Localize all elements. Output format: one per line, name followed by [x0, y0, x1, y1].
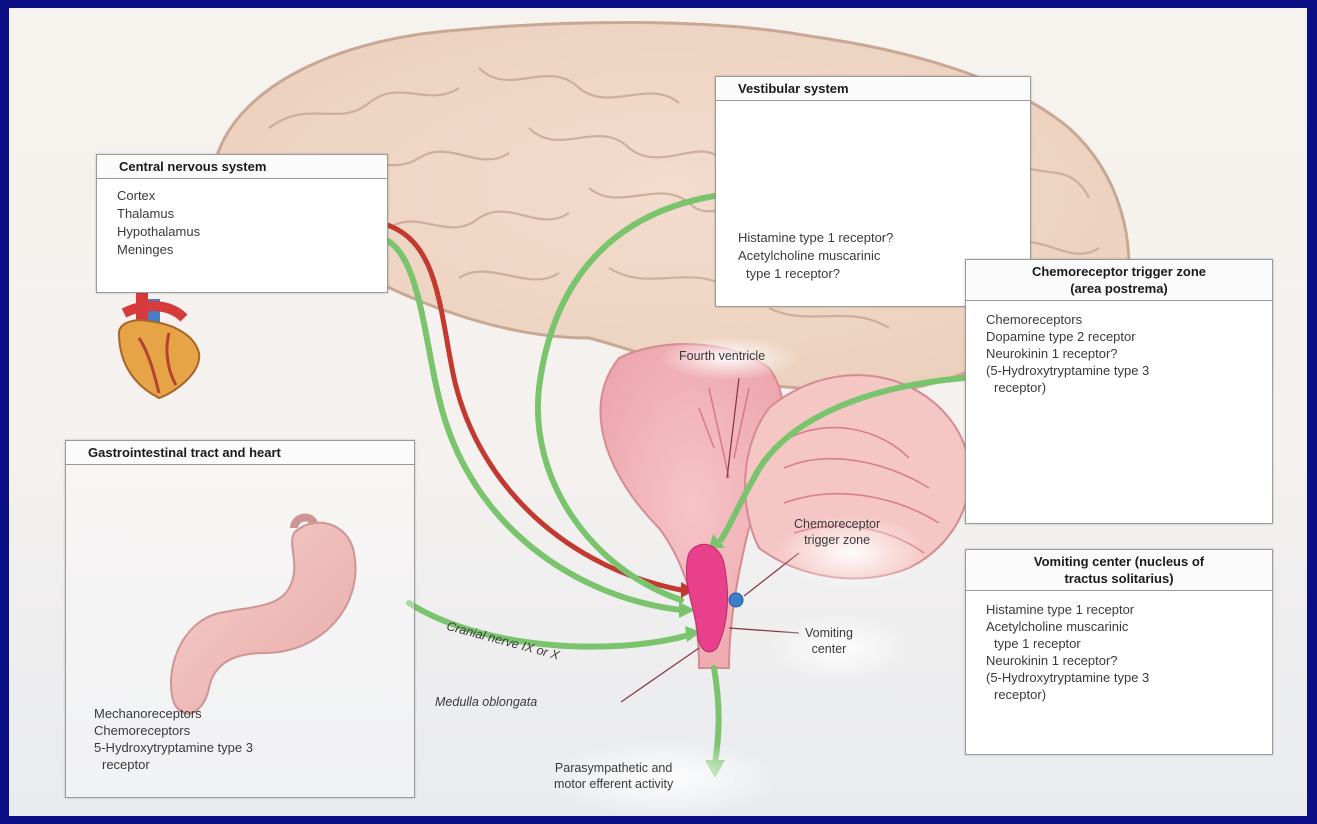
ctz-item-5ht3: (5-Hydroxytryptamine type 3 — [986, 362, 1264, 379]
medulla-oblongata-label: Medulla oblongata — [435, 694, 537, 710]
gi-item-mechanoreceptors: Mechanoreceptors — [94, 705, 253, 722]
vestibular-title: Vestibular system — [716, 77, 1030, 101]
ctz-item-receptor: receptor) — [986, 379, 1264, 396]
ctz-title: Chemoreceptor trigger zone (area postrem… — [966, 260, 1272, 301]
vomiting-center-title: Vomiting center (nucleus of tractus soli… — [966, 550, 1272, 591]
ctz-title-line2: (area postrema) — [972, 280, 1266, 297]
vomiting-center-label-line2: center — [805, 641, 853, 657]
fourth-ventricle-label: Fourth ventricle — [679, 348, 765, 364]
vomiting-item-histamine: Histamine type 1 receptor — [986, 601, 1264, 618]
ctz-item-neurokinin: Neurokinin 1 receptor? — [986, 345, 1264, 362]
vomiting-item-5ht3: (5-Hydroxytryptamine type 3 — [986, 669, 1264, 686]
gi-item-chemoreceptors: Chemoreceptors — [94, 722, 253, 739]
ctz-item-chemoreceptors: Chemoreceptors — [986, 311, 1264, 328]
gi-title: Gastrointestinal tract and heart — [66, 441, 414, 465]
ctz-item-dopamine: Dopamine type 2 receptor — [986, 328, 1264, 345]
vomiting-center-title-line1: Vomiting center (nucleus of — [972, 553, 1266, 570]
cns-title: Central nervous system — [97, 155, 387, 179]
cns-item-meninges: Meninges — [117, 241, 379, 259]
ctz-label: Chemoreceptor trigger zone — [794, 516, 880, 548]
vomiting-item-receptor: receptor) — [986, 686, 1264, 703]
cns-box: Central nervous system Cortex Thalamus H… — [96, 154, 388, 293]
ctz-label-line1: Chemoreceptor — [794, 516, 880, 532]
ctz-dot — [729, 593, 743, 607]
cns-item-thalamus: Thalamus — [117, 205, 379, 223]
parasympathetic-label: Parasympathetic and motor efferent activ… — [554, 760, 673, 792]
diagram-canvas: Central nervous system Cortex Thalamus H… — [9, 8, 1307, 816]
vomiting-item-acetylcholine: Acetylcholine muscarinic — [986, 618, 1264, 635]
ctz-label-line2: trigger zone — [794, 532, 880, 548]
parasympathetic-label-line2: motor efferent activity — [554, 776, 673, 792]
vomiting-item-neurokinin: Neurokinin 1 receptor? — [986, 652, 1264, 669]
gi-item-5ht3: 5-Hydroxytryptamine type 3 — [94, 739, 253, 756]
vestibular-item-histamine: Histamine type 1 receptor? — [738, 229, 1022, 247]
cns-item-cortex: Cortex — [117, 187, 379, 205]
ctz-box: Chemoreceptor trigger zone (area postrem… — [965, 259, 1273, 524]
vomiting-center-box: Vomiting center (nucleus of tractus soli… — [965, 549, 1273, 755]
gi-item-receptor: receptor — [94, 756, 253, 773]
heart-icon — [119, 293, 199, 398]
cns-item-hypothalamus: Hypothalamus — [117, 223, 379, 241]
ctz-title-line1: Chemoreceptor trigger zone — [972, 263, 1266, 280]
vomiting-item-type1: type 1 receptor — [986, 635, 1264, 652]
parasympathetic-label-line1: Parasympathetic and — [554, 760, 673, 776]
vomiting-center-label-line1: Vomiting — [805, 625, 853, 641]
gi-box: Gastrointestinal tract and heart Mechano… — [65, 440, 415, 798]
vomiting-center-title-line2: tractus solitarius) — [972, 570, 1266, 587]
vomiting-center-label: Vomiting center — [805, 625, 853, 657]
